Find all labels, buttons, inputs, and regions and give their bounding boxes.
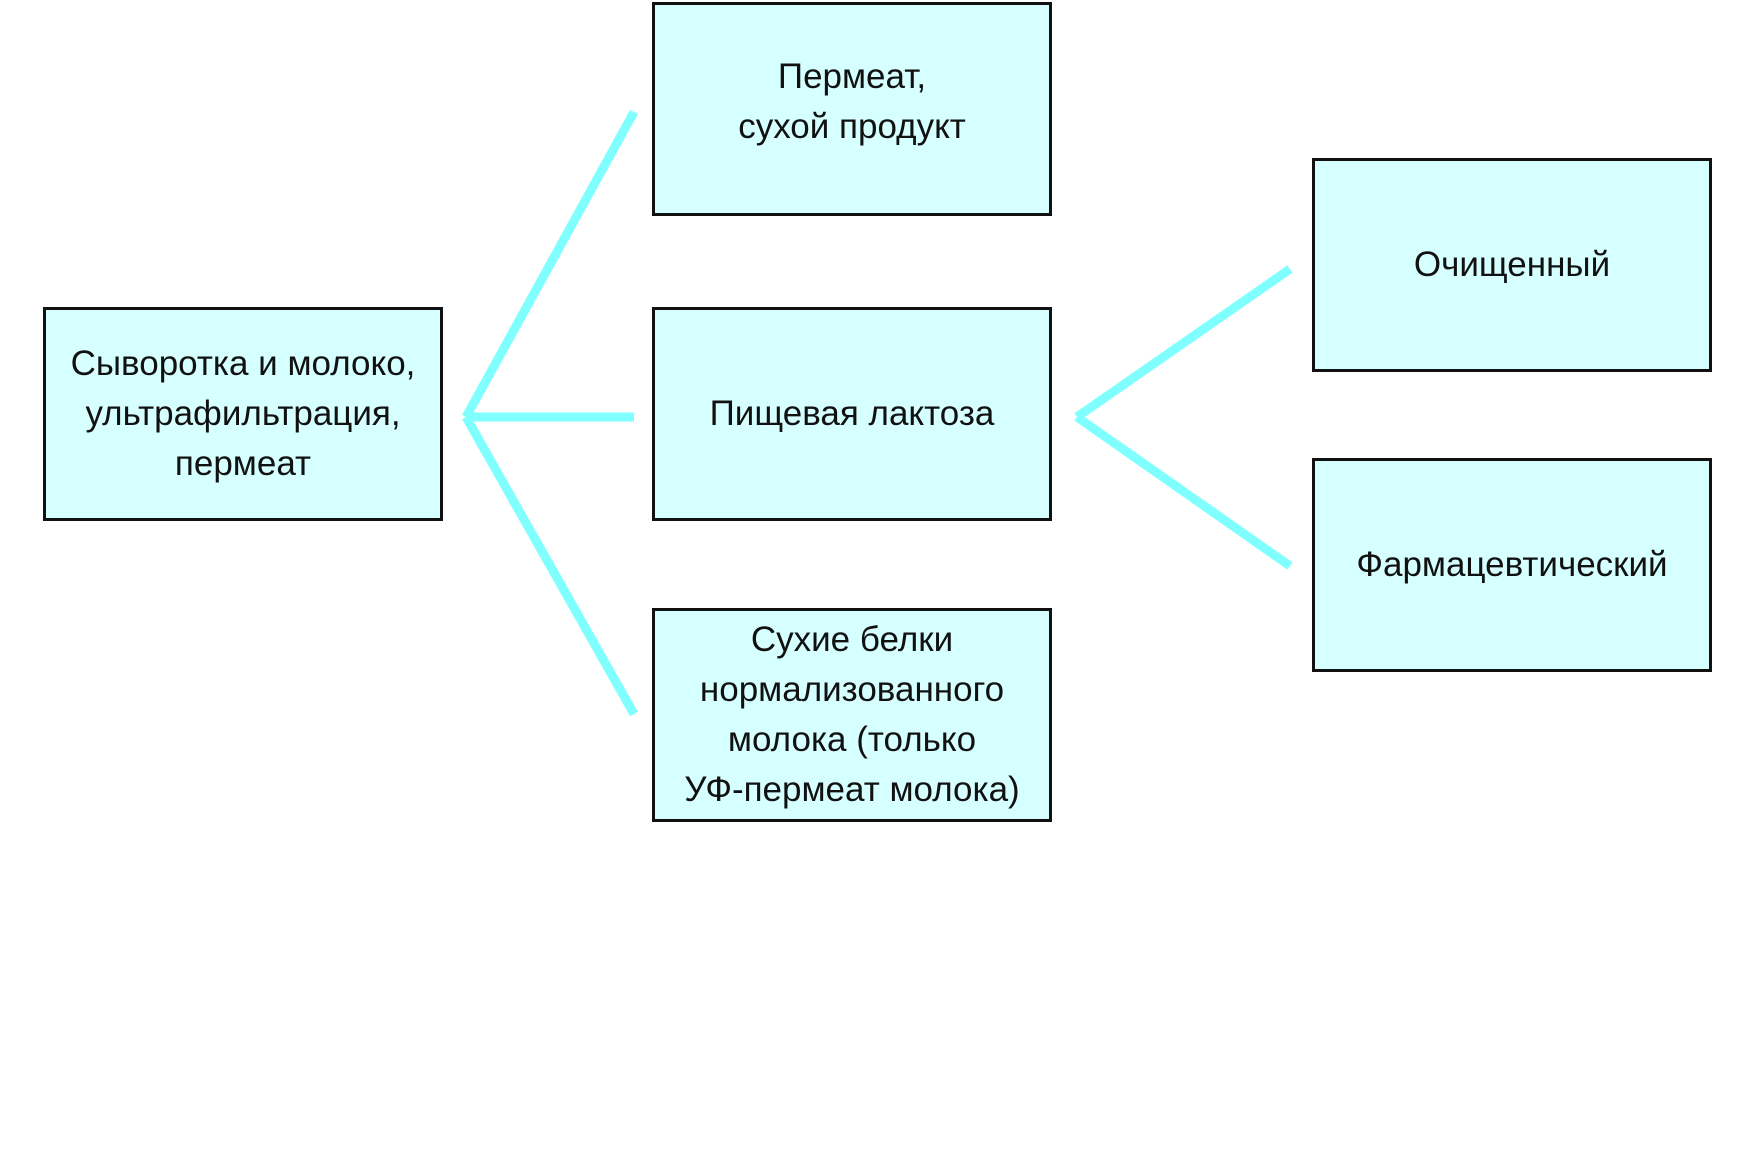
node-permeate-dry-label: Пермеат, сухой продукт	[738, 57, 966, 146]
connector-source-to-permeate	[462, 109, 638, 420]
node-source-label: Сыворотка и молоко, ультрафильтрация, пе…	[70, 344, 416, 483]
node-pharmaceutical-label: Фармацевтический	[1356, 545, 1668, 584]
node-refined: Очищенный	[1312, 158, 1712, 372]
connector-lactose-to-refined	[1074, 265, 1293, 421]
node-food-lactose: Пищевая лактоза	[652, 307, 1052, 521]
node-milk-solids-label: Сухие белки нормализованного молока (тол…	[684, 620, 1020, 809]
node-pharmaceutical: Фармацевтический	[1312, 458, 1712, 672]
node-source: Сыворотка и молоко, ультрафильтрация, пе…	[43, 307, 443, 521]
connector-lactose-to-pharmaceutical	[1074, 413, 1293, 570]
connector-source-to-milk-solids	[462, 414, 638, 717]
node-permeate-dry: Пермеат, сухой продукт	[652, 2, 1052, 216]
node-refined-label: Очищенный	[1413, 245, 1611, 284]
node-milk-solids: Сухие белки нормализованного молока (тол…	[652, 608, 1052, 822]
node-food-lactose-label: Пищевая лактоза	[709, 394, 995, 433]
